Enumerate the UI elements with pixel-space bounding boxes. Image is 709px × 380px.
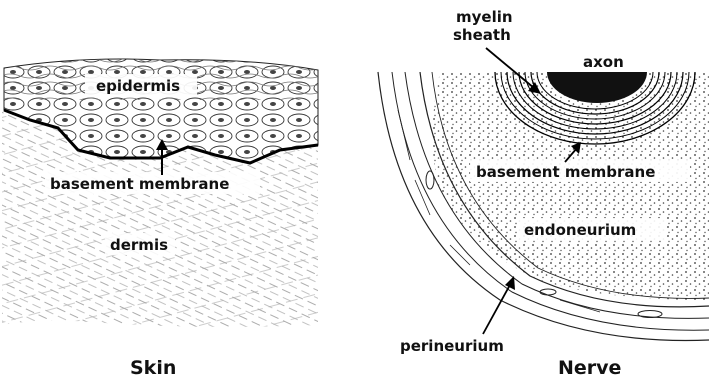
skin-diagram: epidermis basement membrane dermis Skin bbox=[2, 59, 318, 379]
axon-label: axon bbox=[583, 53, 624, 71]
myelin-label-line2: sheath bbox=[453, 26, 511, 44]
endoneurium-label: endoneurium bbox=[524, 221, 636, 239]
skin-caption: Skin bbox=[130, 357, 176, 379]
nerve-caption: Nerve bbox=[558, 357, 621, 379]
myelin-label-line1: myelin bbox=[456, 8, 513, 26]
nerve-diagram: myelin sheath axon basement membrane end… bbox=[378, 0, 709, 379]
perineurium-label: perineurium bbox=[400, 337, 504, 355]
nerve-basement-membrane-label: basement membrane bbox=[476, 163, 655, 181]
dermis-label: dermis bbox=[110, 236, 168, 254]
epidermis-label: epidermis bbox=[96, 77, 180, 95]
skin-basement-membrane-label: basement membrane bbox=[50, 175, 229, 193]
